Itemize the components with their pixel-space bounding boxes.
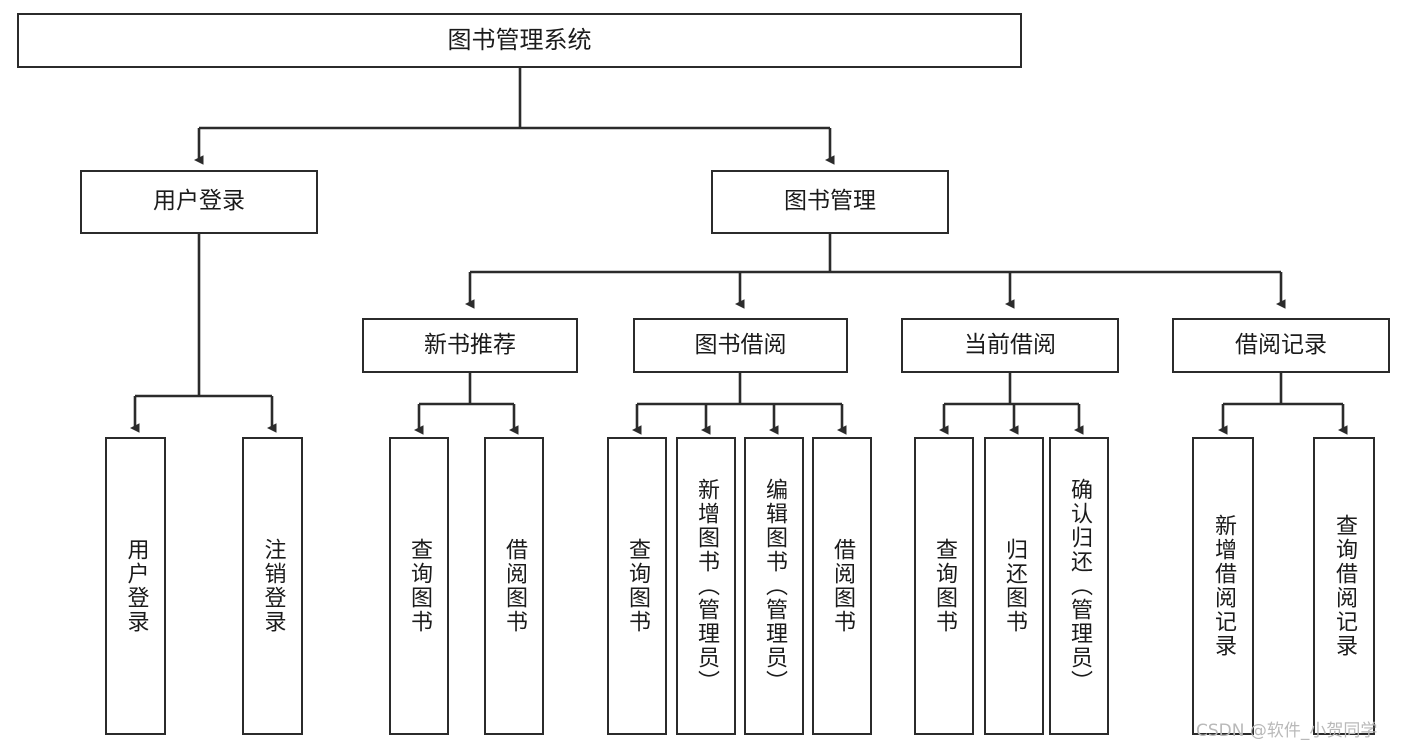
node-label: 借阅图书 <box>829 538 855 634</box>
node-book-management[interactable]: 图书管理 <box>711 170 949 234</box>
node-current-borrowing[interactable]: 当前借阅 <box>901 318 1119 373</box>
leaf-confirm-return-admin[interactable]: 确认归还（管理员） <box>1049 437 1109 735</box>
node-label: 新增借阅记录 <box>1210 514 1236 658</box>
node-label: 查询借阅记录 <box>1331 514 1357 658</box>
leaf-query-borrow-record[interactable]: 查询借阅记录 <box>1313 437 1375 735</box>
leaf-user-login[interactable]: 用户登录 <box>105 437 166 735</box>
leaf-borrow-book-recommend[interactable]: 借阅图书 <box>484 437 544 735</box>
node-borrowing-record[interactable]: 借阅记录 <box>1172 318 1390 373</box>
node-label: 用户登录 <box>153 188 245 215</box>
node-book-borrowing[interactable]: 图书借阅 <box>633 318 848 373</box>
node-label: 新增图书（管理员） <box>693 478 719 694</box>
node-label: 当前借阅 <box>964 331 1056 358</box>
node-label: 归还图书 <box>1001 538 1027 634</box>
node-label: 用户登录 <box>123 538 149 634</box>
node-label: 查询图书 <box>624 538 650 634</box>
node-new-book-recommendation[interactable]: 新书推荐 <box>362 318 578 373</box>
leaf-query-book-current[interactable]: 查询图书 <box>914 437 974 735</box>
node-label: 查询图书 <box>931 538 957 634</box>
node-label: 图书管理 <box>784 188 876 215</box>
leaf-query-book-recommend[interactable]: 查询图书 <box>389 437 449 735</box>
node-label: 图书借阅 <box>694 331 787 358</box>
node-label: 借阅图书 <box>501 538 527 634</box>
leaf-add-book-admin[interactable]: 新增图书（管理员） <box>676 437 736 735</box>
node-user-login[interactable]: 用户登录 <box>80 170 318 234</box>
leaf-logout[interactable]: 注销登录 <box>242 437 303 735</box>
node-label: 借阅记录 <box>1235 331 1327 358</box>
node-label: 注销登录 <box>260 538 286 634</box>
leaf-borrow-book[interactable]: 借阅图书 <box>812 437 872 735</box>
node-label: 图书管理系统 <box>447 26 592 55</box>
leaf-query-book-borrow[interactable]: 查询图书 <box>607 437 667 735</box>
node-book-management-system[interactable]: 图书管理系统 <box>17 13 1022 68</box>
leaf-add-borrow-record[interactable]: 新增借阅记录 <box>1192 437 1254 735</box>
csdn-watermark: CSDN @软件_小贺同学 <box>1196 721 1378 741</box>
node-label: 新书推荐 <box>424 331 516 358</box>
leaf-edit-book-admin[interactable]: 编辑图书（管理员） <box>744 437 804 735</box>
node-label: 确认归还（管理员） <box>1066 478 1092 694</box>
leaf-return-book[interactable]: 归还图书 <box>984 437 1044 735</box>
node-label: 查询图书 <box>406 538 432 634</box>
node-label: 编辑图书（管理员） <box>761 478 787 694</box>
